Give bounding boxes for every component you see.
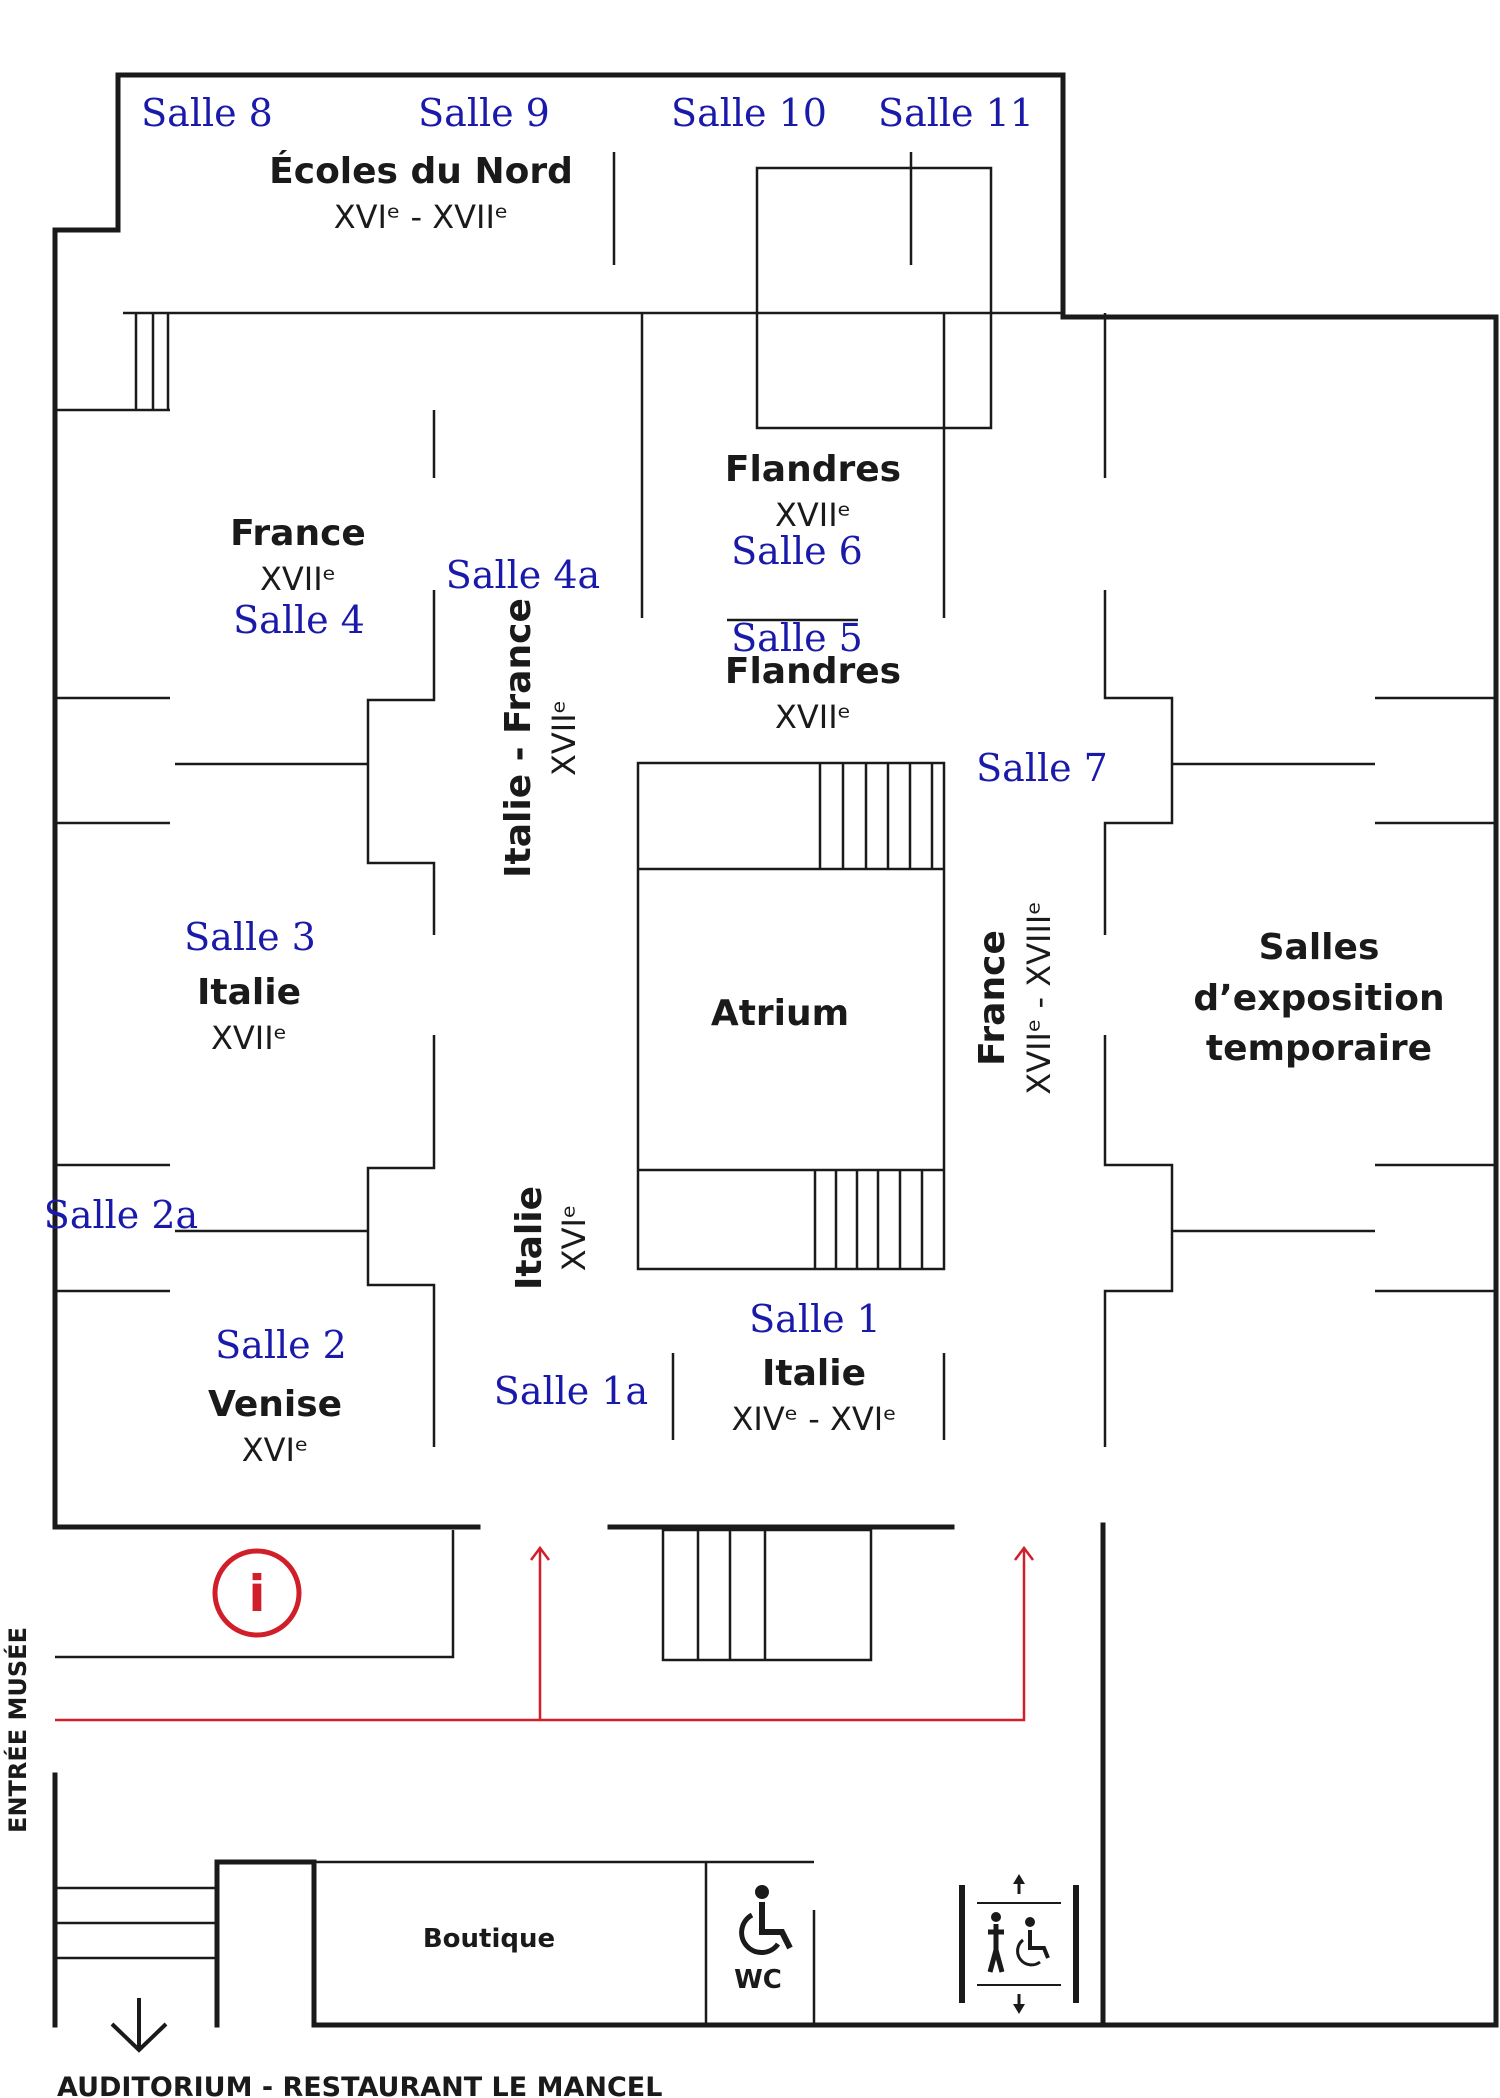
salle-5-label: Salle 5 [731, 616, 863, 660]
period-france-4: XVIIᵉ [260, 560, 336, 598]
interior-walls [55, 152, 1496, 1447]
zone-venise: Venise [208, 1384, 342, 1425]
zone-italie-france: Italie - France [498, 598, 539, 878]
period-italie-1a: XVIᵉ [555, 1205, 593, 1272]
svg-text:i: i [248, 1565, 265, 1623]
salle-9-label: Salle 9 [418, 91, 550, 135]
period-italie-1: XIVᵉ - XVIᵉ [731, 1400, 896, 1438]
service-areas [55, 1528, 873, 2025]
zone-ecoles-du-nord: Écoles du Nord [269, 150, 573, 192]
salle-4a-label: Salle 4a [446, 553, 600, 597]
zone-france-4: France [230, 513, 366, 554]
zone-italie-3: Italie [197, 972, 301, 1013]
zone-france-7: France [972, 930, 1013, 1066]
salle-3-label: Salle 3 [184, 915, 316, 959]
period-venise: XVIᵉ [242, 1431, 309, 1469]
salle-11-label: Salle 11 [878, 91, 1034, 135]
down-arrow-icon [110, 1998, 168, 2053]
zone-italie-1: Italie [762, 1353, 866, 1394]
zone-temporaire-line3: temporaire [1206, 1028, 1432, 1069]
period-flandres-5: XVIIᵉ [775, 698, 851, 736]
zone-temporaire-line2: d’exposition [1193, 978, 1444, 1019]
atrium-block [636, 761, 946, 1271]
period-france-7: XVIIᵉ - XVIIIᵉ [1020, 901, 1058, 1094]
period-flandres-6: XVIIᵉ [775, 496, 851, 534]
period-italie-france: XVIIᵉ [545, 700, 583, 776]
zone-italie-1a: Italie [509, 1186, 550, 1290]
salle-7-label: Salle 7 [976, 746, 1108, 790]
wc-label: WC [734, 1965, 782, 1995]
salle-4-label: Salle 4 [233, 598, 365, 642]
zone-flandres-6: Flandres [725, 449, 901, 490]
zone-atrium: Atrium [711, 993, 849, 1034]
wheelchair-icon [739, 1885, 793, 1956]
info-icon: i [212, 1548, 302, 1638]
stairs-upper [818, 763, 934, 869]
elevator-icon [959, 1874, 1079, 2014]
route-arrow-icon [55, 1545, 1034, 1722]
salle-2a-label: Salle 2a [44, 1193, 198, 1237]
bottom-label: AUDITORIUM - RESTAURANT LE MANCEL [57, 2072, 662, 2098]
salle-10-label: Salle 10 [671, 91, 827, 135]
stairs-lower [813, 1170, 924, 1269]
salle-2-label: Salle 2 [215, 1323, 347, 1367]
salle-8-label: Salle 8 [141, 91, 273, 135]
salle-1-label: Salle 1 [749, 1297, 881, 1341]
period-italie-3: XVIIᵉ [211, 1019, 287, 1057]
boutique-label: Boutique [423, 1924, 555, 1954]
zone-labels: Écoles du Nord XVIᵉ - XVIIᵉ Flandres XVI… [197, 150, 1445, 1469]
salle-1a-label: Salle 1a [494, 1369, 648, 1413]
period-ecoles-du-nord: XVIᵉ - XVIIᵉ [334, 198, 509, 236]
entrance-label: ENTRÉE MUSÉE [3, 1627, 32, 1833]
zone-flandres-5: Flandres [725, 651, 901, 692]
salle-6-label: Salle 6 [731, 529, 863, 573]
zone-temporaire-line1: Salles [1259, 927, 1380, 968]
room-labels: Salle 8 Salle 9 Salle 10 Salle 11 Salle … [44, 91, 1108, 1413]
